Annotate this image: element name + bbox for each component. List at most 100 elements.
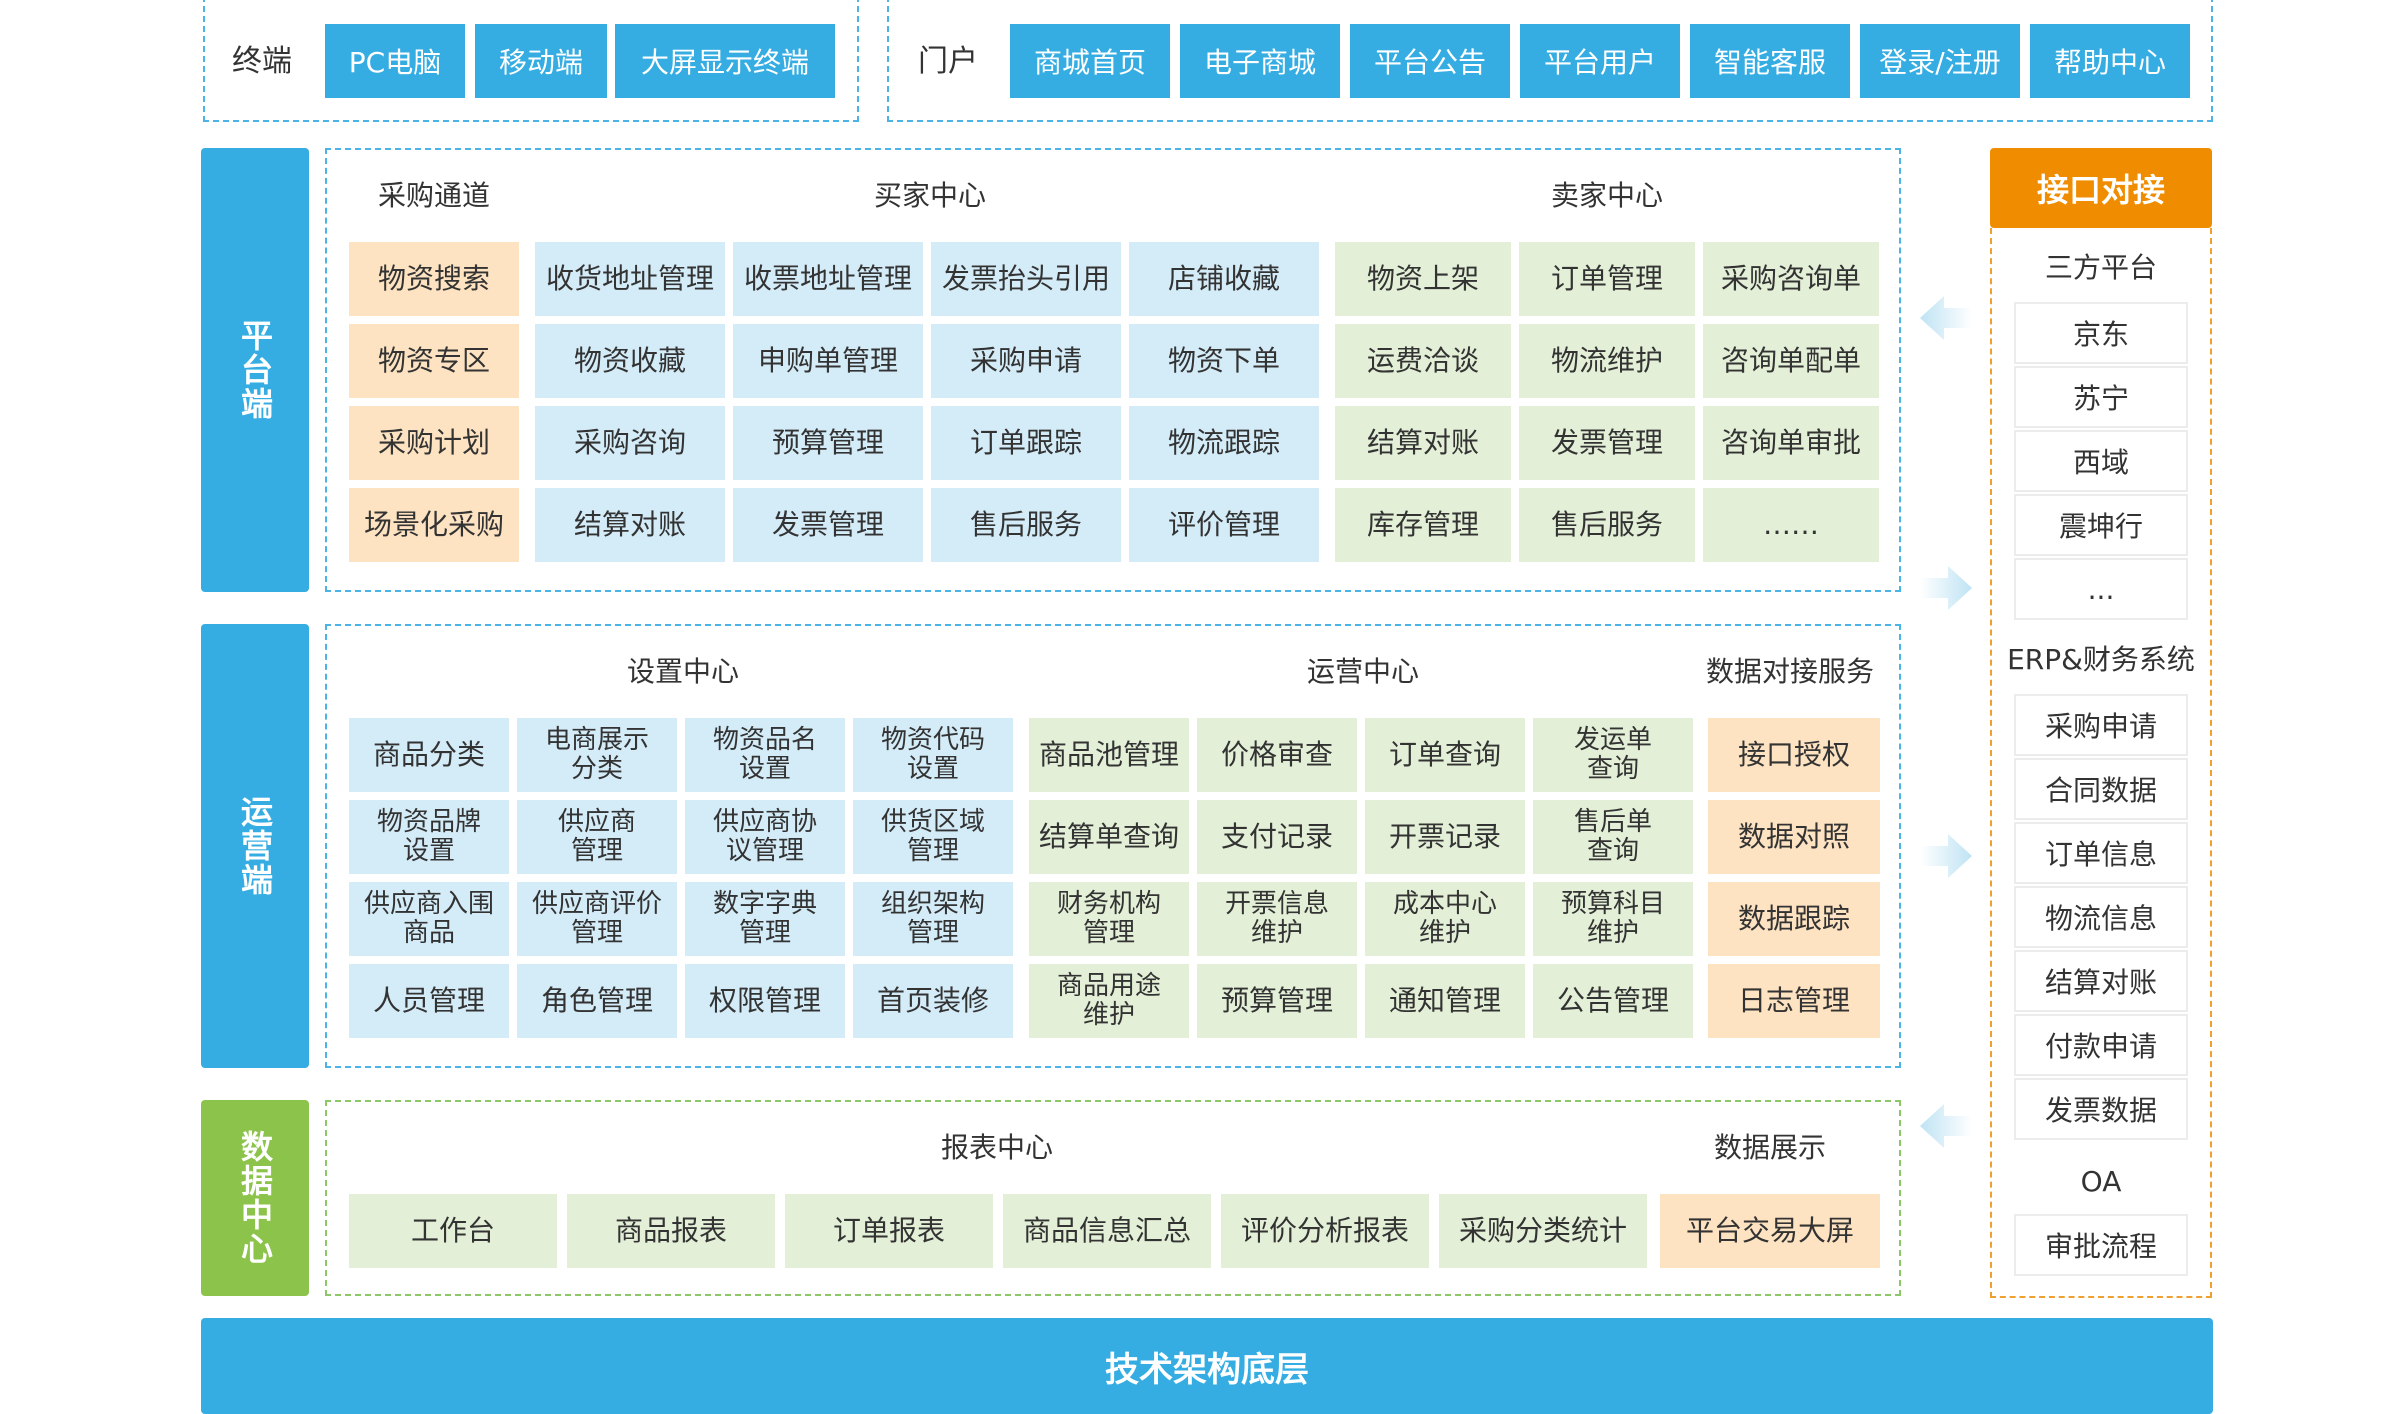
report-center-item: 采购分类统计 [1439,1194,1647,1268]
report-center-item: 订单报表 [785,1194,993,1268]
erp-title: ERP&财务系统 [2007,643,2195,676]
settings-center-item: 供应商 管理 [517,800,677,874]
buyer-center-item: 评价管理 [1129,488,1319,562]
erp-item: 采购申请 [2014,694,2188,756]
portal-item[interactable]: 登录/注册 [1860,24,2020,98]
report-center-item: 商品信息汇总 [1003,1194,1211,1268]
data-center-bar: 数据中心 [201,1100,309,1296]
portal-item[interactable]: 电子商城 [1180,24,1340,98]
settings-center-item: 物资品牌 设置 [349,800,509,874]
purchase-channel-item: 采购计划 [349,406,519,480]
ops-center-item: 预算管理 [1197,964,1357,1038]
purchase-channel-title: 采购通道 [377,179,490,212]
buyer-center-item: 结算对账 [535,488,725,562]
seller-center-item: …… [1703,488,1879,562]
buyer-center-title: 买家中心 [873,179,986,212]
terminal-item[interactable]: 大屏显示终端 [615,24,835,98]
arrow-right-icon [1920,834,1972,878]
ops-center-item: 通知管理 [1365,964,1525,1038]
tech-foundation-bar: 技术架构底层 [201,1318,2213,1414]
operation-box [325,624,1901,1068]
erp-item: 订单信息 [2014,822,2188,884]
settings-center-item: 供货区域 管理 [853,800,1013,874]
third-party-item: 震坤行 [2014,494,2188,556]
operation-bar: 运营端 [201,624,309,1068]
settings-center-item: 数字字典 管理 [685,882,845,956]
platform-box [325,148,1901,592]
portal-item[interactable]: 平台公告 [1350,24,1510,98]
erp-item: 合同数据 [2014,758,2188,820]
purchase-channel-item: 物资专区 [349,324,519,398]
ops-center-item: 价格审查 [1197,718,1357,792]
portal-item[interactable]: 平台用户 [1520,24,1680,98]
third-party-item: 京东 [2014,302,2188,364]
arrow-right-icon [1920,566,1972,610]
third-party-title: 三方平台 [2044,251,2157,284]
seller-center-item: 库存管理 [1335,488,1511,562]
seller-center-item: 售后服务 [1519,488,1695,562]
portal-item[interactable]: 帮助中心 [2030,24,2190,98]
report-center-item: 商品报表 [567,1194,775,1268]
settings-center-item: 供应商入围 商品 [349,882,509,956]
buyer-center-item: 发票抬头引用 [931,242,1121,316]
seller-center-title: 卖家中心 [1550,179,1663,212]
seller-center-item: 咨询单配单 [1703,324,1879,398]
report-center-item: 工作台 [349,1194,557,1268]
seller-center-item: 物资上架 [1335,242,1511,316]
settings-center-item: 商品分类 [349,718,509,792]
data-center-box [325,1100,1901,1296]
data-service-title: 数据对接服务 [1705,655,1874,688]
purchase-channel-item: 物资搜索 [349,242,519,316]
report-center-title: 报表中心 [940,1131,1053,1164]
buyer-center-item: 发票管理 [733,488,923,562]
operation-bar-label: 运营端 [236,795,274,897]
buyer-center-item: 申购单管理 [733,324,923,398]
third-party-item: ... [2014,558,2188,620]
buyer-center-item: 采购申请 [931,324,1121,398]
erp-item: 发票数据 [2014,1078,2188,1140]
buyer-center-item: 预算管理 [733,406,923,480]
ops-center-item: 开票信息 维护 [1197,882,1357,956]
third-party-item: 西域 [2014,430,2188,492]
settings-center-item: 物资品名 设置 [685,718,845,792]
ops-center-item: 售后单 查询 [1533,800,1693,874]
buyer-center-item: 采购咨询 [535,406,725,480]
ops-center-title: 运营中心 [1306,655,1419,688]
ops-center-item: 公告管理 [1533,964,1693,1038]
portal-item[interactable]: 智能客服 [1690,24,1850,98]
buyer-center-item: 物资下单 [1129,324,1319,398]
data-center-bar-label: 数据中心 [236,1130,274,1266]
terminal-item[interactable]: PC电脑 [325,24,465,98]
third-party-item: 苏宁 [2014,366,2188,428]
buyer-center-item: 收票地址管理 [733,242,923,316]
interface-title: 接口对接 [1990,148,2212,228]
buyer-center-item: 收货地址管理 [535,242,725,316]
tech-foundation-label: 技术架构底层 [1105,1349,1309,1390]
settings-center-item: 角色管理 [517,964,677,1038]
settings-center-item: 权限管理 [685,964,845,1038]
settings-center-item: 组织架构 管理 [853,882,1013,956]
settings-center-item: 电商展示 分类 [517,718,677,792]
ops-center-item: 订单查询 [1365,718,1525,792]
data-display-item: 平台交易大屏 [1660,1194,1880,1268]
buyer-center-item: 店铺收藏 [1129,242,1319,316]
ops-center-item: 商品用途 维护 [1029,964,1189,1038]
ops-center-item: 预算科目 维护 [1533,882,1693,956]
seller-center-item: 咨询单审批 [1703,406,1879,480]
settings-center-item: 人员管理 [349,964,509,1038]
erp-item: 结算对账 [2014,950,2188,1012]
terminal-item[interactable]: 移动端 [475,24,607,98]
portal-label: 门户 [918,44,978,79]
data-service-item: 数据跟踪 [1708,882,1880,956]
portal-item[interactable]: 商城首页 [1010,24,1170,98]
settings-center-item: 供应商评价 管理 [517,882,677,956]
platform-bar-label: 平台端 [236,319,274,421]
settings-center-title: 设置中心 [626,655,739,688]
buyer-center-item: 订单跟踪 [931,406,1121,480]
buyer-center-item: 物资收藏 [535,324,725,398]
portal-box [887,0,2213,122]
report-center-item: 评价分析报表 [1221,1194,1429,1268]
buyer-center-item: 物流跟踪 [1129,406,1319,480]
settings-center-item: 首页装修 [853,964,1013,1038]
arrow-left-icon [1920,1104,1972,1148]
